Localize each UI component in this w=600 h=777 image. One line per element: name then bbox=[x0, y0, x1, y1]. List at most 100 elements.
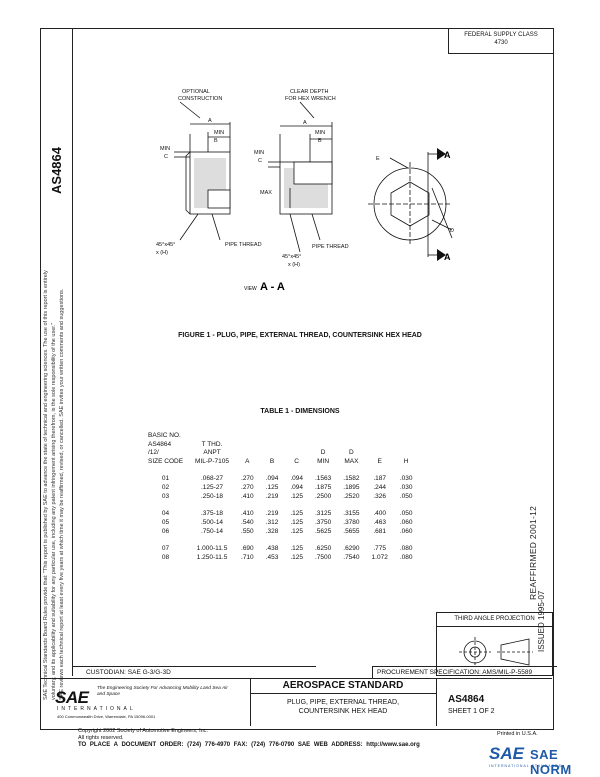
table-cell: .550 bbox=[241, 528, 254, 535]
projection-label: THIRD ANGLE PROJECTION bbox=[437, 613, 552, 627]
page-frame bbox=[40, 28, 554, 730]
rights-text: All rights reserved. bbox=[78, 734, 124, 741]
clear-depth-label: CLEAR DEPTH bbox=[290, 89, 329, 95]
dim-c-min-right: MIN bbox=[254, 150, 264, 156]
table-cell: .5655 bbox=[343, 528, 360, 535]
table-cell: 05 bbox=[161, 519, 170, 526]
svg-text:FOR HEX WRENCH: FOR HEX WRENCH bbox=[285, 96, 336, 102]
disclaimer-block: SAE Technical Standards Board Rules prov… bbox=[42, 140, 65, 700]
table-cell: .2520 bbox=[343, 493, 360, 500]
watermark-subtext: INTERNATIONAL STANDARDS bbox=[489, 764, 562, 768]
section-letter-bottom: A bbox=[444, 252, 451, 262]
table-cell: .400 bbox=[373, 510, 387, 517]
header-thread: T THD. ANPT MIL-P-7105 bbox=[195, 440, 230, 465]
table-row: 03.250-18.410.219.125.2500.2520.326.050 bbox=[142, 492, 418, 501]
header-h: H bbox=[403, 457, 409, 465]
table-cell: .094 bbox=[290, 484, 303, 491]
h-label-left: x (H) bbox=[156, 250, 168, 256]
table-cell: .250-18 bbox=[201, 493, 224, 500]
table-row: 02.125-27.270.125.094.1875.1895.244.030 bbox=[142, 483, 418, 492]
technical-drawing: OPTIONAL CONSTRUCTION CLEAR DEPTH FOR HE… bbox=[156, 89, 454, 292]
table-cell: .6250 bbox=[314, 545, 332, 552]
table-cell: .094 bbox=[265, 475, 279, 482]
fsc-label: FEDERAL SUPPLY CLASS bbox=[464, 32, 538, 38]
pipe-thread-label-left: PIPE THREAD bbox=[225, 242, 262, 248]
table-cell: 01 bbox=[161, 475, 170, 482]
table-cell: 08 bbox=[161, 554, 170, 561]
title-block bbox=[40, 678, 552, 727]
view-prefix: VIEW bbox=[244, 286, 257, 292]
table-cell: 06 bbox=[161, 528, 170, 535]
reaffirmed-stamp: REAFFIRMED 2001-12 bbox=[528, 505, 538, 600]
table-cell: .710 bbox=[241, 554, 254, 561]
table-cell: .2500 bbox=[314, 493, 332, 500]
section-arrow-top bbox=[437, 148, 446, 160]
table-cell: .5625 bbox=[314, 528, 332, 535]
dimensions-table: BASIC NO. AS4864 /12/ SIZE CODE T THD. A… bbox=[142, 432, 418, 562]
section-letter-top: A bbox=[444, 150, 451, 160]
title-divider bbox=[250, 693, 436, 694]
sae-society-tagline: The Engineering Society For Advancing Mo… bbox=[97, 686, 228, 697]
table-row: 04.375-18.410.219.125.3125.3155.400.050 bbox=[142, 509, 418, 518]
copyright-block: Copyright 2002 Society of Automotive Eng… bbox=[78, 728, 208, 741]
chamfer-label-right: 45°x45° bbox=[282, 254, 301, 260]
table-row: 05.500-14.540.312.125.3750.3780.463.060 bbox=[142, 518, 418, 527]
table-cell: .1582 bbox=[343, 475, 360, 482]
table-cell: .438 bbox=[265, 545, 279, 552]
dim-b-left: B bbox=[214, 138, 218, 144]
table-cell: .030 bbox=[399, 475, 413, 482]
table-cell: .453 bbox=[265, 554, 279, 561]
watermark-logo-icon: SAE bbox=[489, 744, 524, 763]
part-title: PLUG, PIPE, EXTERNAL THREAD, COUNTERSINK… bbox=[250, 698, 436, 716]
pipe-thread-label-right: PIPE THREAD bbox=[312, 244, 349, 250]
table-cell: .775 bbox=[373, 545, 387, 552]
copyright-text: Copyright 2002 Society of Automotive Eng… bbox=[78, 728, 208, 734]
plug-left-body bbox=[189, 151, 231, 215]
table-row: 06.750-14.550.328.125.5625.5655.681.060 bbox=[142, 527, 418, 536]
table-cell: .219 bbox=[265, 510, 279, 517]
disclaimer-line-2: voluntary, and its applicability and sui… bbox=[51, 322, 57, 700]
dim-max-label: MAX bbox=[260, 190, 272, 196]
table-cell: .326 bbox=[373, 493, 387, 500]
left-margin-column bbox=[40, 28, 73, 676]
dim-c-left: C bbox=[164, 154, 168, 160]
table-cell: .500-14 bbox=[201, 519, 224, 526]
table-cell: .375-18 bbox=[201, 510, 224, 517]
table-cell: .1875 bbox=[314, 484, 332, 491]
header-size-code: BASIC NO. AS4864 /12/ SIZE CODE bbox=[148, 432, 184, 465]
projection-symbol-icon bbox=[459, 637, 533, 667]
procurement-spec-field: PROCUREMENT SPECIFICATION: AMS/MIL-P-558… bbox=[372, 666, 557, 678]
table-cell: .050 bbox=[399, 493, 413, 500]
header-b: B bbox=[269, 457, 275, 465]
sae-logo: SAE bbox=[55, 688, 89, 707]
table-cell: 07 bbox=[161, 545, 170, 552]
chamfer-label-left: 45°x45° bbox=[156, 242, 175, 248]
table-cell: .094 bbox=[290, 475, 303, 482]
disclaimer-line-1: SAE Technical Standards Board Rules prov… bbox=[43, 270, 49, 700]
dim-b-right: B bbox=[318, 138, 322, 144]
fsc-value: 4730 bbox=[494, 40, 508, 46]
header-d-max: D MAX bbox=[344, 449, 359, 465]
table-cell: .050 bbox=[399, 510, 413, 517]
dim-min-left: MIN bbox=[214, 130, 224, 136]
table-cell: .3125 bbox=[314, 510, 332, 517]
table-cell: .125 bbox=[290, 554, 303, 561]
table-cell: .312 bbox=[265, 519, 279, 526]
table-cell: .219 bbox=[265, 493, 279, 500]
federal-supply-class-box: FEDERAL SUPPLY CLASS 4730 bbox=[448, 28, 553, 54]
table-cell: .7500 bbox=[314, 554, 332, 561]
table-cell: .080 bbox=[399, 545, 413, 552]
h-label-right: x (H) bbox=[288, 262, 300, 268]
table-cell: .125 bbox=[290, 493, 303, 500]
dim-c-min-left: MIN bbox=[160, 146, 170, 152]
table-cell: .6290 bbox=[343, 545, 360, 552]
table-cell: .1895 bbox=[343, 484, 360, 491]
side-doc-number-box: AS4864 bbox=[40, 80, 73, 260]
sae-address: 400 Commonwealth Drive, Warrendale, PA 1… bbox=[57, 714, 156, 719]
dim-min-right: MIN bbox=[315, 130, 325, 136]
dim-e-label: E bbox=[376, 156, 380, 162]
table-cell: .080 bbox=[399, 554, 413, 561]
